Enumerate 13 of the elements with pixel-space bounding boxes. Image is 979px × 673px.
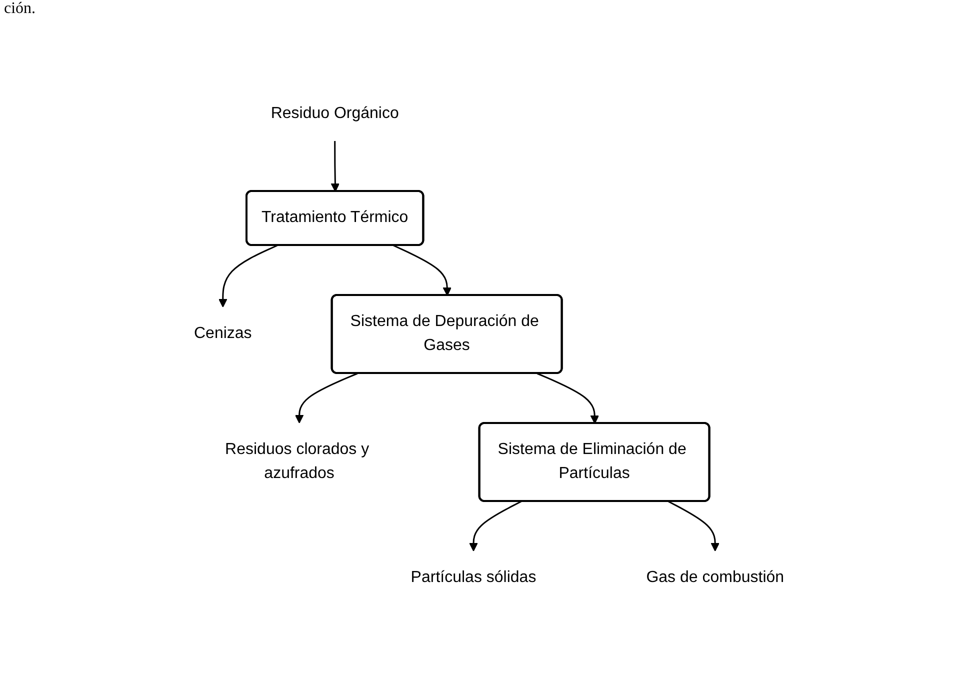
- arrow: [331, 141, 340, 192]
- arrow: [537, 372, 600, 424]
- node-text: Residuos clorados y azufrados: [226, 441, 370, 482]
- arrow: [394, 244, 452, 296]
- arrow: [295, 372, 358, 424]
- node-text: Partículas sólidas: [411, 568, 537, 586]
- node-text: Residuo Orgánico: [271, 105, 400, 122]
- arrow: [470, 500, 522, 552]
- arrow: [668, 500, 720, 552]
- note-text: ción.: [4, 0, 36, 17]
- arrow: [218, 244, 278, 308]
- node-text: Gas de combustión: [646, 568, 785, 586]
- node-text: Cenizas: [194, 325, 252, 342]
